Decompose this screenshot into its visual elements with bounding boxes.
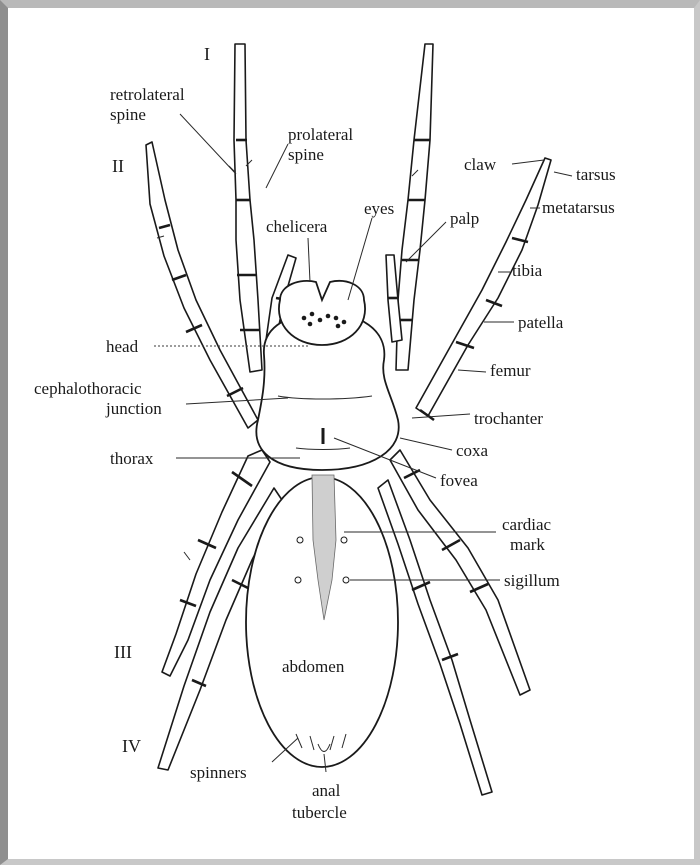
label-fovea: fovea — [440, 471, 478, 490]
label-sigillum: sigillum — [504, 571, 560, 590]
label-tibia: tibia — [512, 261, 543, 280]
leg-right-II — [416, 158, 551, 420]
label-cephalothoracic-junction-1: cephalothoracic — [34, 379, 142, 398]
label-spinners: spinners — [190, 763, 247, 782]
label-chelicera: chelicera — [266, 217, 328, 236]
label-palp: palp — [450, 209, 479, 228]
label-femur: femur — [490, 361, 531, 380]
label-metatarsus: metatarsus — [542, 198, 615, 217]
label-abdomen: abdomen — [282, 657, 345, 676]
label-head: head — [106, 337, 139, 356]
label-cephalothoracic-junction-2: junction — [105, 399, 162, 418]
label-cardiac-mark-2: mark — [510, 535, 545, 554]
label-prolateral-spine-2: spine — [288, 145, 324, 164]
label-retrolateral-spine-1: retrolateral — [110, 85, 185, 104]
numeral-III: III — [114, 642, 132, 662]
label-trochanter: trochanter — [474, 409, 543, 428]
label-eyes: eyes — [364, 199, 394, 218]
leg-right-I — [396, 44, 433, 370]
numeral-I: I — [204, 44, 210, 64]
label-coxa: coxa — [456, 441, 489, 460]
label-claw: claw — [464, 155, 497, 174]
numeral-II: II — [112, 156, 124, 176]
label-prolateral-spine-1: prolateral — [288, 125, 353, 144]
label-anal-tubercle-1: anal — [312, 781, 341, 800]
numeral-IV: IV — [122, 736, 141, 756]
label-thorax: thorax — [110, 449, 154, 468]
leg-left-I — [229, 44, 262, 372]
label-patella: patella — [518, 313, 564, 332]
label-anal-tubercle-2: tubercle — [292, 803, 347, 822]
label-cardiac-mark-1: cardiac — [502, 515, 552, 534]
chelicerae — [279, 281, 365, 345]
label-tarsus: tarsus — [576, 165, 616, 184]
label-retrolateral-spine-2: spine — [110, 105, 146, 124]
